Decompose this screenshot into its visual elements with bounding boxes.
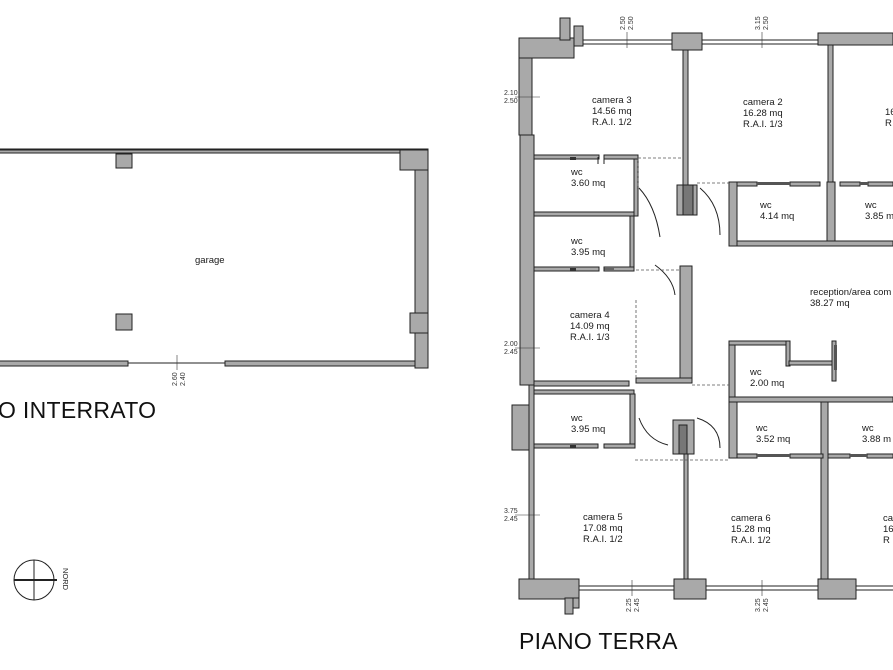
basement-title: O INTERRATO (0, 397, 157, 423)
north-compass (13, 559, 57, 601)
basement-walls (0, 148, 429, 369)
dashed-openings (635, 157, 729, 461)
window-lines (0, 39, 893, 591)
door-handles (570, 157, 868, 457)
room-label-garage: garage (195, 255, 225, 266)
ground-floor-walls (511, 17, 893, 615)
dimension-ticks (176, 32, 763, 596)
ground-floor-title: PIANO TERRA (519, 628, 678, 654)
north-label: NORD (61, 568, 70, 591)
